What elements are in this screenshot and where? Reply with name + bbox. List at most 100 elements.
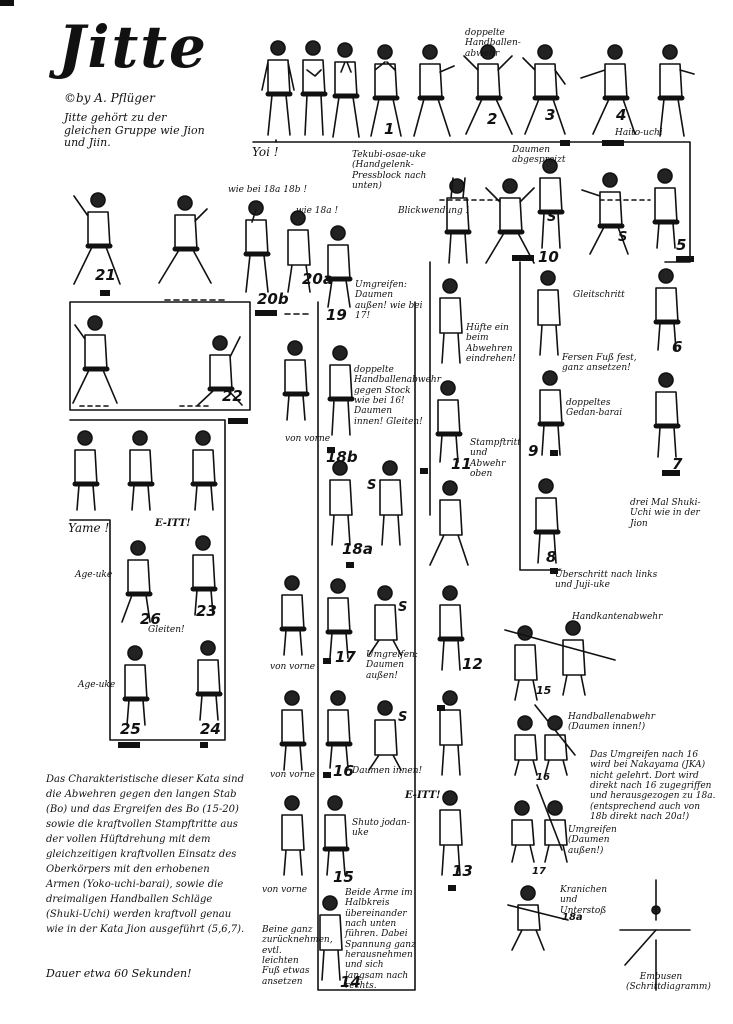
step-21: 21: [95, 266, 116, 284]
step-19: 19: [326, 306, 347, 324]
marker: [0, 0, 14, 6]
annotation: Kranichen und Unterstoß: [560, 885, 608, 916]
annotation: Gleiten!: [148, 625, 185, 635]
step-3: 3: [545, 106, 556, 124]
step-4: 4: [616, 106, 627, 124]
kata-title: Jitte: [58, 13, 208, 81]
annotation: Gleitschritt: [573, 290, 625, 300]
step-5: 5: [676, 236, 687, 254]
step-24: 24: [200, 720, 221, 738]
subtitle: Jitte gehört zu der gleichen Gruppe wie …: [64, 111, 205, 150]
annotation: Shuto jodan-uke: [352, 818, 410, 839]
annotation: Beide Arme im Halbkreis übereinander nac…: [345, 888, 416, 992]
marker: [323, 658, 331, 664]
bo-step-18a: 18a: [562, 912, 583, 923]
bo-step-16: 16: [536, 772, 550, 783]
annotation: Age-uke: [78, 680, 116, 690]
marker: [420, 468, 428, 474]
step-16: 16: [333, 762, 354, 780]
s-mark: S: [398, 600, 408, 615]
characteristics-note: Das Charakteristische dieser Kata sind d…: [46, 774, 245, 935]
marker: [602, 140, 624, 146]
s-mark: S: [618, 230, 628, 245]
annotation: E-ITT!: [405, 790, 441, 801]
annotation: wie bei 18a 18b !: [228, 185, 307, 195]
step-20a: 20a: [302, 270, 333, 288]
embusen-caption: Embusen (Schrittdiagramm): [626, 972, 711, 993]
s-mark: S: [547, 210, 557, 225]
bo-step-17: 17: [532, 866, 546, 877]
s-mark: S: [398, 710, 408, 725]
marker: [448, 885, 456, 891]
annotation: doppelte Handballenabwehr gegen Stock wi…: [354, 365, 442, 427]
annotation: Blickwendung !: [398, 206, 470, 216]
marker: [118, 742, 140, 748]
step-12: 12: [462, 655, 483, 673]
annotation: Umgreifen (Daumen außen!): [568, 825, 617, 856]
s-mark: S: [367, 478, 377, 493]
marker: [100, 290, 110, 296]
annotation: Age-uke: [75, 570, 113, 580]
step-23: 23: [196, 602, 217, 620]
annotation: von vorne: [262, 885, 308, 895]
marker: [676, 256, 694, 262]
step-14: 14: [340, 973, 361, 991]
annotation: drei Mal Shuki-Uchi wie in der Jion: [630, 498, 701, 529]
bo-note: Das Umgreifen nach 16 wird bei Nakayama …: [590, 750, 716, 823]
annotation: von vorne: [270, 662, 316, 672]
marker: [327, 447, 335, 453]
step-11: 11: [451, 455, 472, 473]
bo-step-15: 15: [536, 684, 552, 697]
step-1: 1: [384, 120, 395, 138]
step-8: 8: [546, 548, 557, 566]
annotation: Fersen Fuß fest, ganz ansetzen!: [562, 353, 637, 374]
annotation: wie 18a !: [296, 206, 339, 216]
step-13: 13: [452, 862, 473, 880]
marker: [437, 705, 445, 711]
marker: [346, 562, 354, 568]
marker: [323, 772, 331, 778]
step-26: 26: [140, 610, 161, 628]
annotation: Umgreifen: Daumen außen! wie bei 17!: [355, 280, 423, 322]
annotation: Umgreifen: Daumen außen!: [366, 650, 418, 681]
author-credit: ©by A. Pflüger: [64, 91, 155, 105]
step-10: 10: [538, 248, 559, 266]
annotation: von vorne: [270, 770, 316, 780]
yame-label: Yame !: [68, 521, 110, 535]
marker: [512, 255, 534, 261]
annotation: E-ITT!: [155, 518, 191, 529]
step-18b: 18b: [326, 448, 358, 466]
step-6: 6: [672, 338, 683, 356]
marker: [560, 140, 570, 146]
annotation: Handkantenabwehr: [572, 612, 663, 622]
marker: [200, 742, 208, 748]
yoi-label: Yoi !: [252, 145, 279, 159]
step-22: 22: [222, 387, 243, 405]
marker: [255, 310, 277, 316]
annotation: Stampftritt und Abwehr oben: [470, 438, 521, 480]
step-18a: 18a: [342, 540, 373, 558]
step-9: 9: [528, 442, 539, 460]
step-20b: 20b: [257, 290, 289, 308]
annotation: Handballenabwehr (Daumen innen!): [568, 712, 656, 733]
marker: [550, 450, 558, 456]
step-15: 15: [333, 868, 354, 886]
annotation: Daumen innen!: [352, 766, 423, 776]
annotation: Tekubi-osae-uke (Handgelenk-Pressblock n…: [352, 150, 427, 192]
duration-note: Dauer etwa 60 Sekunden!: [46, 967, 192, 980]
annotation: Haito-uchi: [615, 128, 663, 138]
marker: [662, 470, 680, 476]
step-17: 17: [335, 648, 356, 666]
step-2: 2: [487, 110, 498, 128]
marker: [228, 418, 248, 424]
annotation: doppeltes Gedan-barai: [566, 398, 623, 419]
annotation: Hüfte ein beim Abwehren eindrehen!: [466, 323, 516, 365]
marker: [550, 568, 558, 574]
annotation: Überschritt nach links und Juji-uke: [555, 570, 658, 591]
step-25: 25: [120, 720, 141, 738]
annotation: Beine ganz zurücknehmen, evtl. leichten …: [262, 925, 333, 987]
step-7: 7: [672, 455, 683, 473]
annotation: von vorne: [285, 434, 331, 444]
